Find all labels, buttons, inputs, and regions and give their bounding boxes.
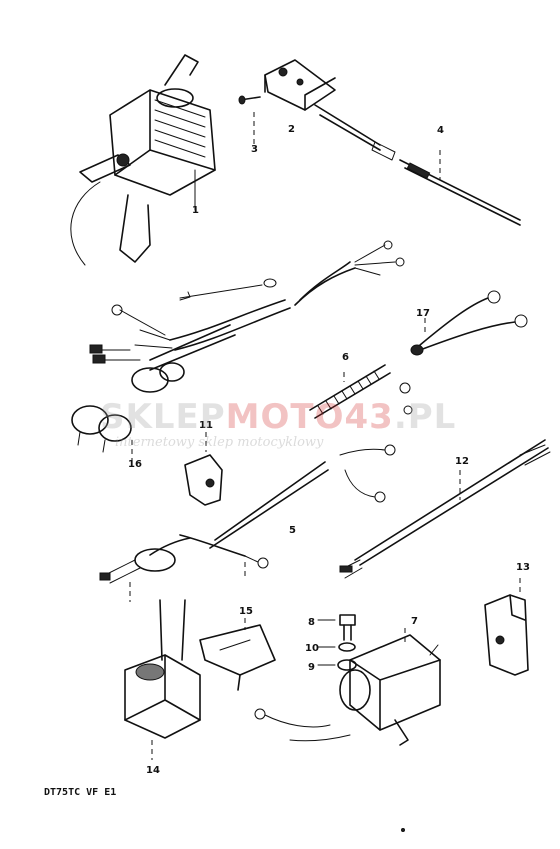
watermark-tagline: internetowy sklep motocyklowy [115,435,324,450]
callout-4: 4 [437,125,444,136]
switch-assembly-part [238,59,521,226]
callout-11: 11 [199,420,213,431]
callout-16: 16 [128,459,142,470]
connector-plugs-part [71,405,133,460]
callout-6: 6 [342,352,349,363]
callout-12: 12 [455,456,469,467]
watermark-logo-43: 43 [345,397,394,437]
watermark: SKLEPMOTO43.PL internetowy sklep motocyk… [100,397,456,450]
main-harness-part [99,444,396,602]
stray-dot [401,828,405,832]
extension-cable-part [339,439,551,579]
callout-14: 14 [146,765,160,776]
corrugated-tube-part [309,364,413,419]
callout-5: 5 [289,525,296,536]
watermark-logo-pl: .PL [394,397,457,437]
callout-1: 1 [192,205,199,216]
callout-10: 10 [305,643,319,654]
callout-15: 15 [239,606,253,617]
watermark-logo: SKLEPMOTO43.PL [100,397,456,437]
watermark-logo-sklep: SKLEP [100,397,226,437]
callout-7: 7 [411,616,418,627]
relay-part [124,599,201,760]
wire-harness-upper [89,240,405,393]
model-code-label: DT75TC VF E1 [44,787,116,798]
callout-9: 9 [308,662,315,673]
ignition-coil-part [70,54,216,266]
callout-3: 3 [251,144,258,155]
wire-terminal-part [410,290,528,356]
bracket-small-part [184,432,223,506]
starter-motor-part [254,628,441,746]
callout-2: 2 [288,124,295,135]
bolt-washers-part [317,614,357,671]
bracket-large-part [484,578,529,676]
mounting-plate-part [199,618,276,691]
callout-13: 13 [516,562,530,573]
callout-17: 17 [416,308,430,319]
watermark-logo-moto: MOTO [226,397,345,437]
callout-8: 8 [308,617,315,628]
